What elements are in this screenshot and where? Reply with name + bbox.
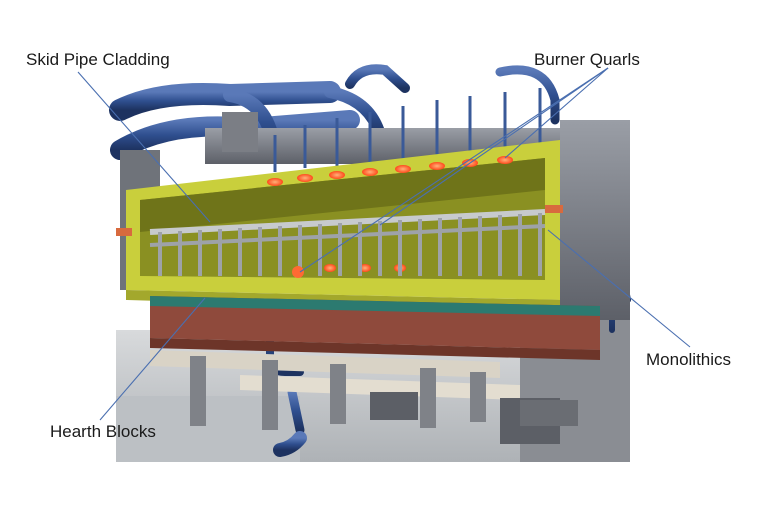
leader-burner-right <box>299 67 609 273</box>
hearth-block-row <box>150 296 600 360</box>
refractory-chamber <box>126 140 560 312</box>
label-skid-pipe-cladding: Skid Pipe Cladding <box>26 50 170 69</box>
end-nozzles <box>116 205 563 278</box>
leader-lines <box>77 67 691 421</box>
leader-hearth <box>99 297 206 421</box>
leader-burner-far <box>504 67 609 159</box>
burner-risers <box>273 88 542 172</box>
label-monolithics: Monolithics <box>646 350 732 369</box>
leader-monolithics <box>547 229 691 348</box>
leader-burner-left <box>379 67 609 226</box>
label-burner-quarls: Burner Quarls <box>534 50 640 69</box>
leader-skid-pipe <box>77 71 211 223</box>
label-hearth-blocks: Hearth Blocks <box>50 422 156 441</box>
support-beams <box>150 350 578 444</box>
skid-pipes <box>149 209 546 276</box>
